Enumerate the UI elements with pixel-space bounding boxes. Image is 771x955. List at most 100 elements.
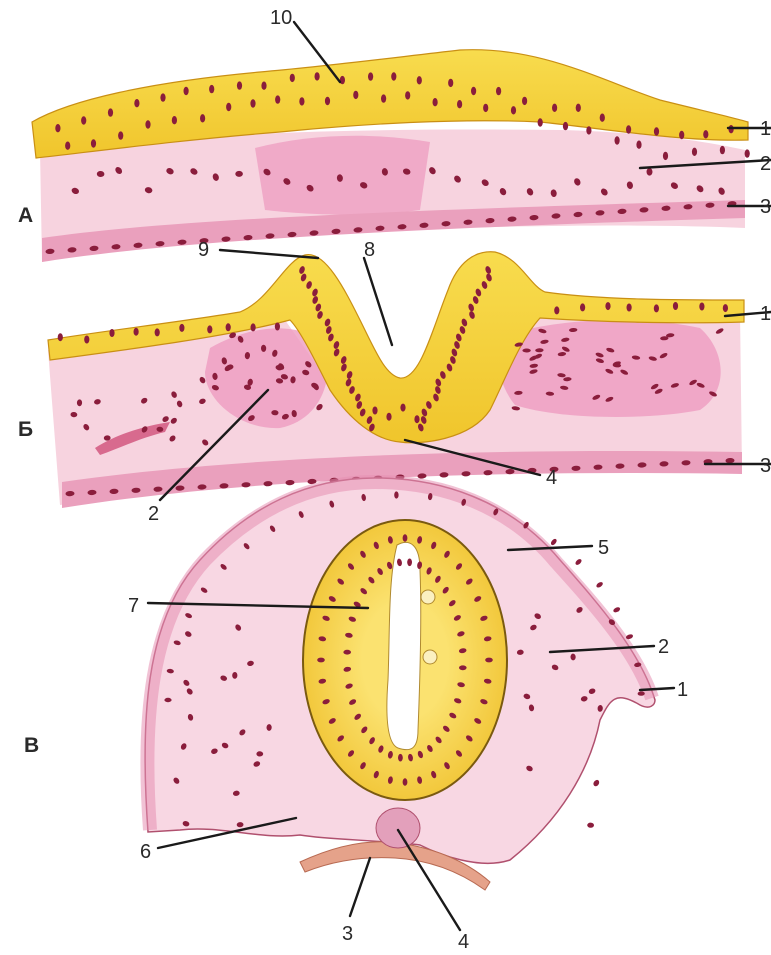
cell-nucleus — [485, 658, 493, 663]
cell-nucleus — [522, 97, 527, 105]
panel-b — [48, 252, 744, 508]
cell-nucleus — [745, 149, 750, 157]
cell-nucleus — [511, 106, 516, 114]
cell-nucleus — [471, 87, 476, 95]
cell-nucleus — [164, 698, 171, 702]
label-6: 6 — [140, 841, 151, 863]
cell-nucleus — [251, 323, 256, 331]
cell-nucleus — [587, 823, 594, 828]
label-8: 8 — [364, 239, 375, 261]
leader-8 — [364, 258, 392, 345]
cell-nucleus — [261, 82, 266, 90]
cell-nucleus — [179, 324, 184, 332]
cell-nucleus — [496, 87, 501, 95]
panel-c — [145, 478, 655, 890]
panel-c-neural-canal — [387, 542, 421, 749]
cell-nucleus — [65, 142, 70, 150]
panel-a — [32, 50, 750, 262]
cell-nucleus — [155, 328, 160, 336]
cell-nucleus — [457, 100, 462, 108]
cell-nucleus — [407, 559, 412, 567]
cell-nucleus — [235, 171, 243, 177]
cell-nucleus — [692, 148, 697, 156]
label-7: 7 — [128, 595, 139, 617]
cell-nucleus — [275, 323, 280, 331]
label-1-a: 1 — [760, 118, 771, 140]
cell-nucleus — [108, 108, 113, 116]
cell-nucleus — [398, 754, 403, 762]
cell-nucleus — [586, 126, 591, 134]
cell-nucleus — [663, 152, 668, 160]
cell-nucleus — [627, 304, 632, 312]
cell-nucleus — [325, 97, 330, 105]
cell-nucleus — [723, 304, 728, 312]
cell-nucleus — [433, 98, 438, 106]
cell-nucleus — [522, 348, 530, 352]
cell-nucleus — [184, 87, 189, 95]
cell-nucleus — [403, 534, 408, 542]
label-2-a: 2 — [760, 153, 771, 175]
cell-nucleus — [595, 581, 603, 589]
cell-nucleus — [343, 650, 351, 655]
label-3-c: 3 — [342, 923, 353, 945]
label-10: 10 — [270, 7, 292, 29]
cell-nucleus — [386, 413, 391, 421]
cell-nucleus — [580, 303, 585, 311]
cell-nucleus — [720, 146, 725, 154]
cell-nucleus — [207, 325, 212, 333]
leader-3-c — [350, 858, 370, 916]
cell-nucleus — [317, 658, 325, 663]
cell-nucleus — [372, 407, 377, 415]
cell-nucleus — [574, 558, 582, 566]
cell-nucleus — [172, 116, 177, 124]
cell-nucleus — [403, 778, 408, 786]
panel-c-notochord — [376, 808, 420, 848]
cell-nucleus — [414, 415, 419, 423]
cell-nucleus — [550, 538, 558, 546]
panel-label-b: Б — [18, 418, 33, 441]
cell-nucleus — [81, 116, 86, 124]
cell-nucleus — [368, 72, 373, 80]
cell-nucleus — [226, 323, 231, 331]
cell-nucleus — [134, 99, 139, 107]
cell-nucleus — [626, 125, 631, 133]
cell-nucleus — [405, 91, 410, 99]
cell-nucleus — [381, 94, 386, 102]
panel-c-cell-a — [421, 590, 435, 604]
cell-nucleus — [554, 306, 559, 314]
cell-nucleus — [145, 120, 150, 128]
panel-b-right-somite — [498, 320, 720, 417]
cell-nucleus — [109, 329, 114, 337]
cell-nucleus — [55, 124, 60, 132]
label-9: 9 — [198, 239, 209, 261]
cell-nucleus — [160, 93, 165, 101]
panel-c-cell-b — [423, 650, 437, 664]
panel-label-c: В — [24, 734, 39, 757]
cell-nucleus — [448, 79, 453, 87]
label-5: 5 — [598, 537, 609, 559]
cell-nucleus — [563, 122, 568, 130]
cell-nucleus — [615, 136, 620, 144]
cell-nucleus — [699, 303, 704, 311]
cell-nucleus — [654, 304, 659, 312]
label-4-b: 4 — [546, 467, 557, 489]
cell-nucleus — [118, 131, 123, 139]
cell-nucleus — [636, 141, 641, 149]
cell-nucleus — [605, 302, 610, 310]
cell-nucleus — [654, 127, 659, 135]
cell-nucleus — [679, 131, 684, 139]
panel-label-a: А — [18, 204, 33, 227]
label-3-b: 3 — [760, 455, 771, 477]
cell-nucleus — [91, 139, 96, 147]
cell-nucleus — [275, 95, 280, 103]
label-1-c: 1 — [677, 679, 688, 701]
label-1-b: 1 — [760, 303, 771, 325]
cell-nucleus — [250, 99, 255, 107]
cell-nucleus — [84, 336, 89, 344]
cell-nucleus — [200, 114, 205, 122]
leader-9 — [220, 250, 318, 258]
cell-nucleus — [353, 91, 358, 99]
cell-nucleus — [538, 118, 543, 126]
cell-nucleus — [237, 81, 242, 89]
